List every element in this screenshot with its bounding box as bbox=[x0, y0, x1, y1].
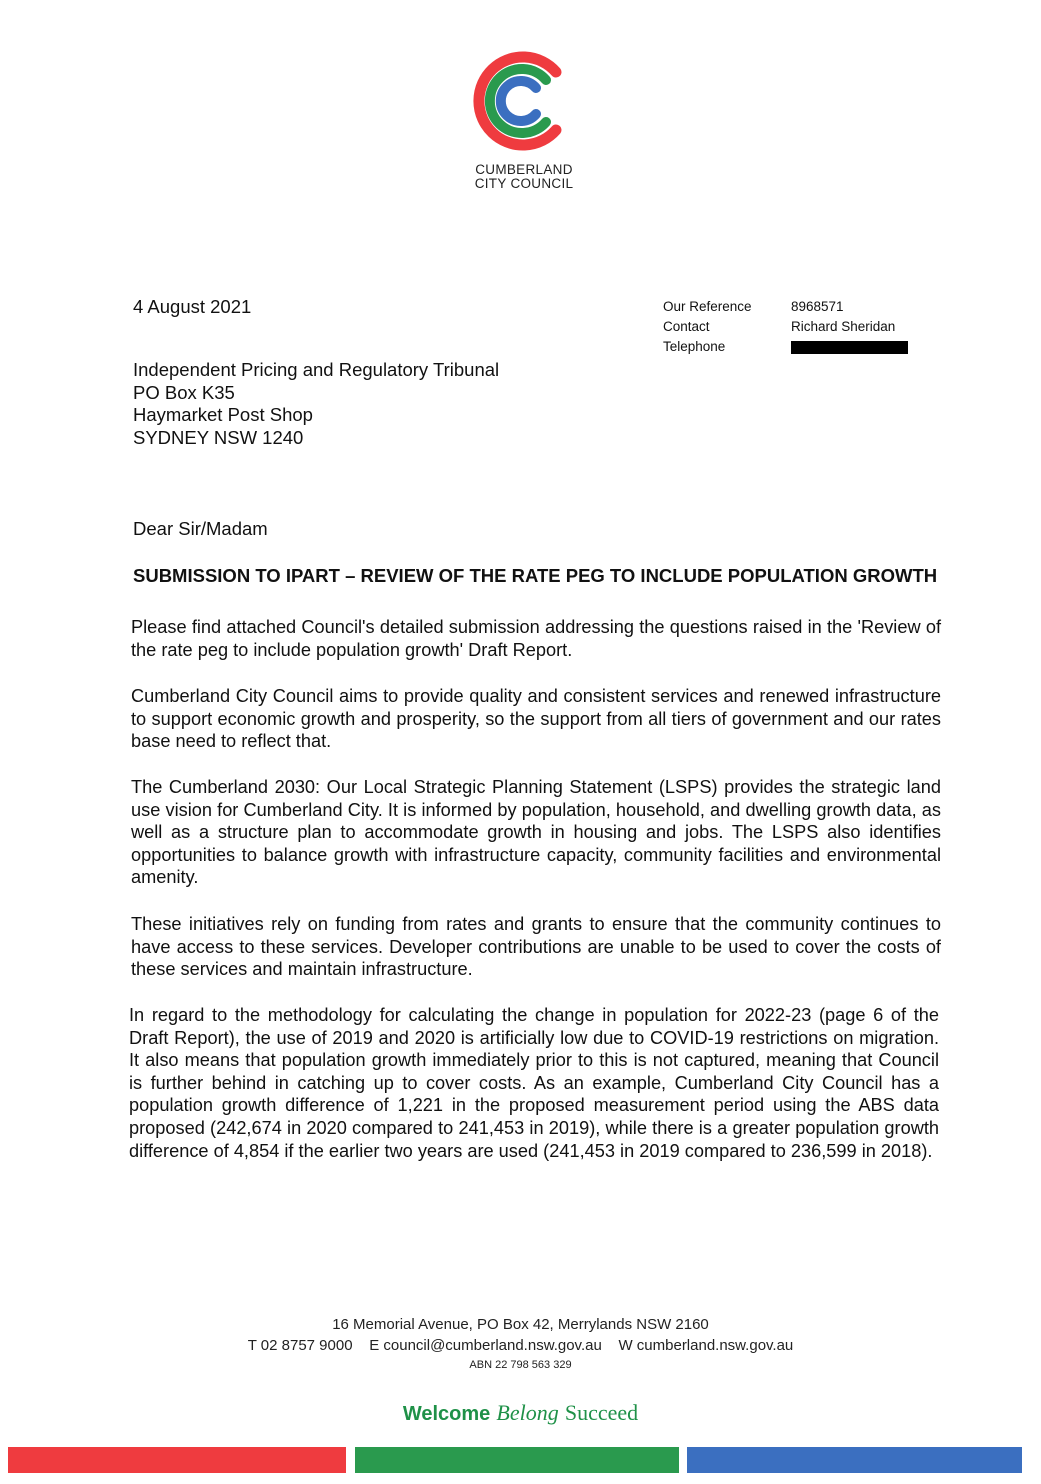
body-paragraph: The Cumberland 2030: Our Local Strategic… bbox=[131, 777, 941, 888]
address-line: Independent Pricing and Regulatory Tribu… bbox=[133, 359, 500, 380]
footer-email[interactable]: E council@cumberland.nsw.gov.au bbox=[369, 1337, 602, 1354]
contact-label: Contact bbox=[663, 319, 710, 334]
reference-block: Our Reference 8968571 Contact Richard Sher… bbox=[663, 297, 908, 357]
footer-phone: T 02 8757 9000 bbox=[247, 1337, 353, 1354]
contact-value: Richard Sheridan bbox=[791, 319, 896, 334]
council-logo bbox=[473, 51, 562, 151]
footer-bar-red bbox=[8, 1447, 346, 1473]
body-paragraph: Please find attached Council's detailed … bbox=[131, 617, 941, 660]
our-reference-value: 8968571 bbox=[791, 299, 844, 314]
telephone-label: Telephone bbox=[663, 339, 726, 354]
tagline-welcome: Welcome bbox=[402, 1403, 491, 1425]
body-paragraph: These initiatives rely on funding from r… bbox=[131, 914, 941, 980]
org-name-line2: CITY COUNCIL bbox=[474, 176, 574, 191]
address-line: PO Box K35 bbox=[133, 381, 235, 403]
logo-text: CUMBERLAND CITY COUNCIL bbox=[440, 163, 608, 191]
salutation: Dear Sir/Madam bbox=[133, 518, 268, 539]
org-name-line1: CUMBERLAND bbox=[475, 162, 573, 177]
recipient-address: Independent Pricing and Regulatory Tribu… bbox=[133, 359, 499, 450]
footer-abn: ABN 22 798 563 329 bbox=[469, 1359, 572, 1371]
our-reference-label: Our Reference bbox=[663, 299, 752, 314]
footer-website[interactable]: W cumberland.nsw.gov.au bbox=[618, 1337, 794, 1354]
footer-bar-green bbox=[355, 1447, 679, 1473]
footer-contact: 16 Memorial Avenue, PO Box 42, Merryland… bbox=[0, 1314, 1041, 1374]
tagline: Welcome Belong Succeed bbox=[0, 1400, 1041, 1426]
redacted-telephone bbox=[791, 341, 908, 354]
subject-heading: SUBMISSION TO IPART – REVIEW OF THE RATE… bbox=[133, 565, 938, 586]
body-paragraph: In regard to the methodology for calcula… bbox=[129, 1005, 939, 1161]
tagline-succeed: Succeed bbox=[564, 1400, 639, 1425]
footer-address: 16 Memorial Avenue, PO Box 42, Merryland… bbox=[332, 1316, 709, 1333]
address-line: SYDNEY NSW 1240 bbox=[133, 427, 304, 449]
body-paragraph: Cumberland City Council aims to provide … bbox=[131, 686, 941, 752]
letter-date: 4 August 2021 bbox=[133, 296, 252, 317]
tagline-belong: Belong bbox=[496, 1400, 559, 1425]
address-line: Haymarket Post Shop bbox=[133, 404, 313, 426]
footer-bar-blue bbox=[687, 1447, 1022, 1473]
